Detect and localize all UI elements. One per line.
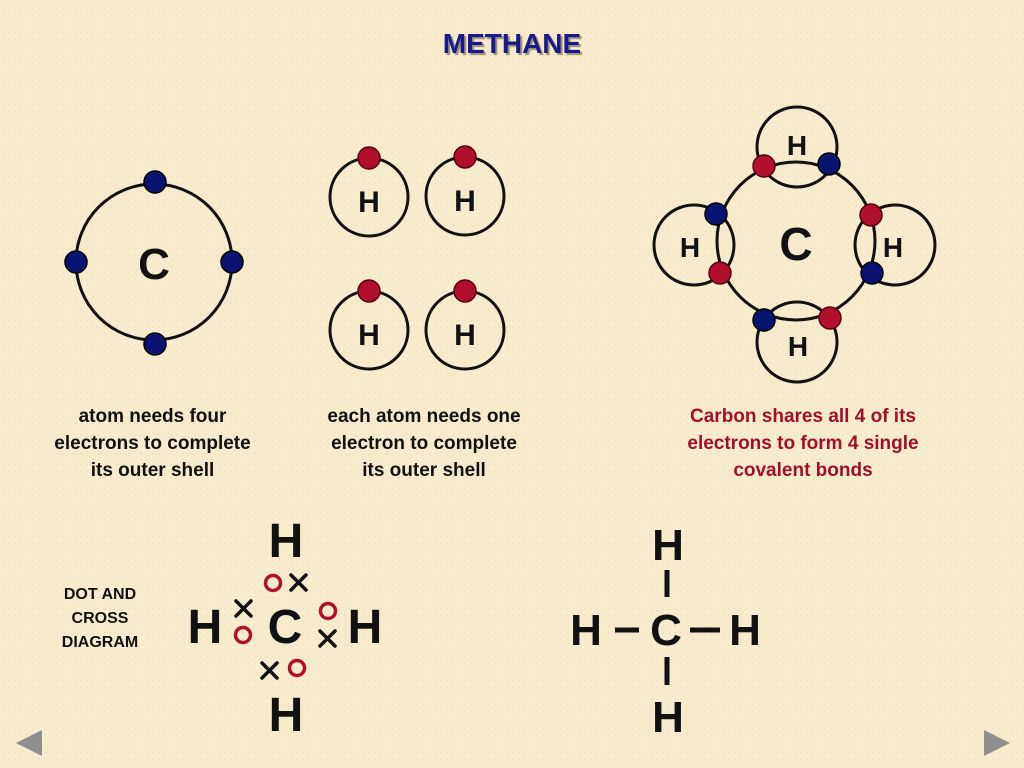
hydrogen-shell — [652, 203, 736, 287]
carbon-symbol: C — [650, 606, 682, 655]
hydrogen-electron — [752, 154, 776, 178]
hydrogen-symbol: H — [652, 693, 684, 742]
hydrogen-electron-dot — [233, 625, 253, 645]
hydrogen-electron — [357, 279, 381, 303]
carbon-electron — [220, 250, 244, 274]
carbon-electron — [752, 308, 776, 332]
carbon-electron-cross — [234, 599, 253, 618]
hydrogen-electron-dot — [263, 573, 283, 593]
hydrogen-symbol: H — [680, 232, 700, 263]
caption-line: electrons to form 4 single — [687, 433, 919, 454]
label-line: CROSS — [71, 610, 129, 627]
hydrogen-symbol: H — [787, 130, 807, 161]
carbon-electron — [860, 261, 884, 285]
hydrogen-electron — [357, 146, 381, 170]
carbon-shell — [715, 160, 877, 322]
carbon-symbol: C — [268, 601, 303, 654]
hydrogen-shell — [755, 105, 839, 189]
hydrogen-symbol: H — [348, 601, 383, 654]
methane-caption: Carbon shares all 4 of its electrons to … — [638, 403, 968, 484]
previous-slide-arrow-icon[interactable] — [16, 730, 42, 756]
dot-and-cross-diagram: C H H H H — [188, 515, 383, 742]
carbon-symbol: C — [138, 240, 170, 289]
hydrogen-shell — [755, 300, 839, 384]
carbon-electron — [64, 250, 88, 274]
hydrogen-electron — [818, 306, 842, 330]
hydrogen-symbol: H — [269, 515, 304, 568]
caption-line: its outer shell — [90, 460, 215, 481]
page-title: METHANE — [442, 28, 582, 59]
carbon-electron — [143, 170, 167, 194]
hydrogen-symbol: H — [652, 521, 684, 570]
hydrogen-symbol: H — [358, 186, 380, 219]
carbon-electron — [143, 332, 167, 356]
hydrogen-symbol: H — [729, 606, 761, 655]
hydrogen-symbol: H — [188, 601, 223, 654]
hydrogen-symbol: H — [454, 185, 476, 218]
hydrogen-symbol: H — [883, 232, 903, 263]
label-line: DIAGRAM — [61, 634, 139, 651]
carbon-electron-cross — [289, 573, 308, 592]
caption-line: Carbon shares all 4 of its — [690, 406, 916, 427]
hydrogen-symbol: H — [788, 331, 808, 362]
hydrogen-electron — [859, 203, 883, 227]
hydrogen-atoms-caption: each atom needs one electron to complete… — [290, 403, 558, 484]
carbon-atom-caption: atom needs four electrons to complete it… — [20, 403, 285, 484]
hydrogen-symbol: H — [570, 606, 602, 655]
carbon-atom: C — [64, 170, 244, 356]
carbon-electron — [704, 202, 728, 226]
hydrogen-symbol: H — [454, 319, 476, 352]
structural-formula: C H H H H — [570, 521, 761, 742]
carbon-electron — [817, 152, 841, 176]
hydrogen-electron — [453, 145, 477, 169]
carbon-symbol: C — [779, 218, 812, 270]
hydrogen-electron-dot — [287, 658, 307, 678]
caption-line: electron to complete — [331, 433, 517, 454]
hydrogen-electron — [708, 261, 732, 285]
hydrogen-electron-dot — [318, 601, 338, 621]
label-line: DOT AND — [63, 586, 137, 603]
hydrogen-symbol: H — [269, 689, 304, 742]
carbon-electron-cross — [318, 629, 337, 648]
methane-molecule: C H H H H — [652, 105, 937, 384]
caption-line: atom needs four — [78, 406, 227, 427]
carbon-electron-cross — [260, 661, 279, 680]
next-slide-arrow-icon[interactable] — [984, 730, 1010, 756]
hydrogen-atoms: H H H H — [328, 145, 506, 371]
caption-line: each atom needs one — [327, 406, 521, 427]
caption-line: its outer shell — [362, 460, 486, 481]
caption-line: electrons to complete — [54, 433, 251, 454]
hydrogen-shell — [853, 203, 937, 287]
caption-line: covalent bonds — [733, 460, 873, 481]
hydrogen-symbol: H — [358, 319, 380, 352]
dot-and-cross-label: DOT AND CROSS DIAGRAM — [40, 583, 160, 655]
hydrogen-electron — [453, 279, 477, 303]
